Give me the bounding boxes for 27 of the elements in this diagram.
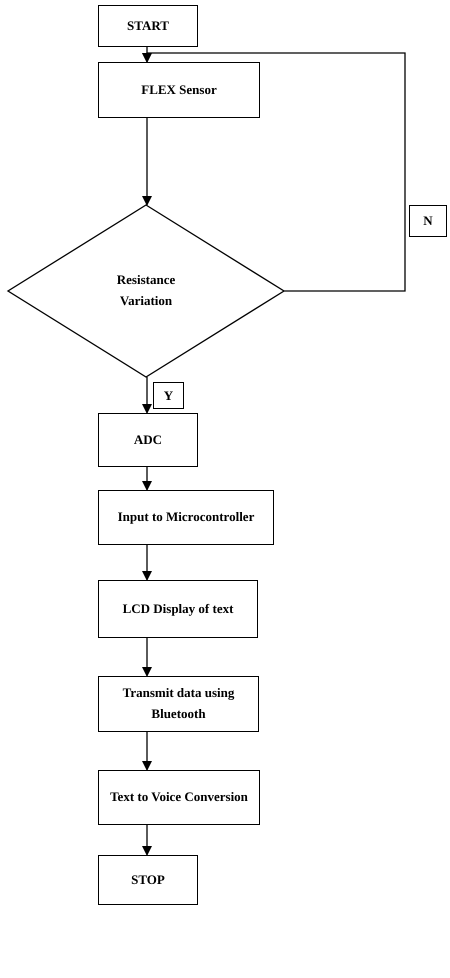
arrow xyxy=(142,467,152,491)
arrow xyxy=(142,825,152,856)
process-box xyxy=(98,676,259,732)
node-text: Resistance Variation xyxy=(116,271,176,310)
arrow xyxy=(142,52,406,292)
process-box xyxy=(98,580,258,638)
process-box xyxy=(98,5,198,47)
process-box xyxy=(98,770,260,825)
node-text: START xyxy=(127,16,169,35)
edge-label: N xyxy=(409,205,447,237)
node-text: LCD Display of text xyxy=(122,600,234,618)
node-text: FLEX Sensor xyxy=(141,80,217,99)
arrow xyxy=(142,118,152,206)
arrow xyxy=(142,638,152,677)
node-text: ADC xyxy=(134,430,162,449)
process-box xyxy=(98,490,274,545)
process-box xyxy=(98,413,198,467)
edge-label: Y xyxy=(153,382,184,409)
node-text: Transmit data using Bluetooth xyxy=(122,684,236,723)
arrow xyxy=(142,377,152,414)
process-box xyxy=(98,855,198,905)
node-text: STOP xyxy=(131,870,165,889)
arrow xyxy=(142,545,152,581)
process-box xyxy=(98,62,260,118)
node-text: Text to Voice Conversion xyxy=(110,788,248,806)
node-text: Input to Microcontroller xyxy=(118,508,254,526)
arrow xyxy=(142,732,152,771)
